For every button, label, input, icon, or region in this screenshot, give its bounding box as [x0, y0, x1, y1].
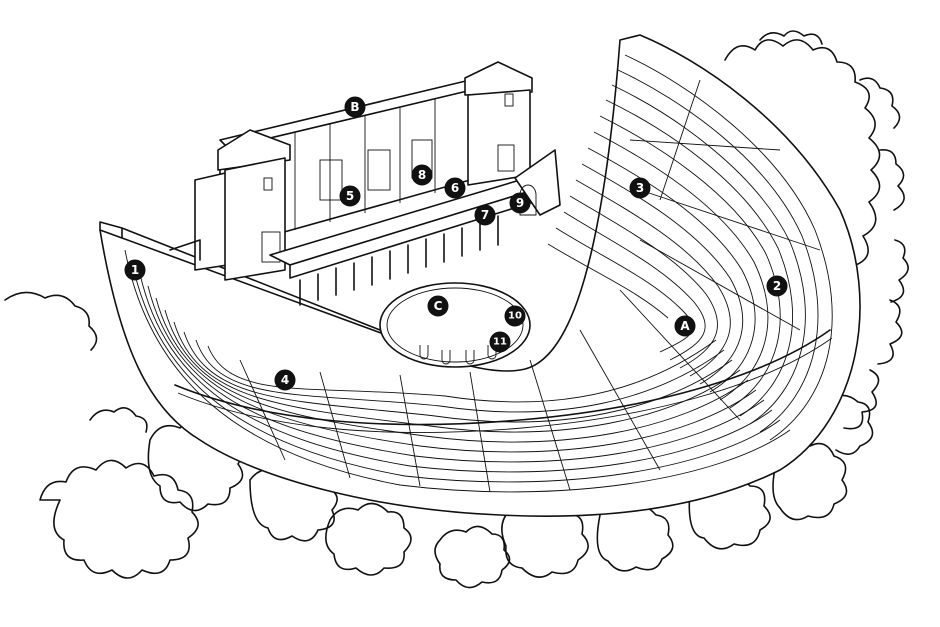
trees-right [724, 30, 909, 430]
svg-text:B: B [350, 100, 359, 114]
marker-8: 8 [411, 164, 433, 186]
marker-11: 11 [489, 331, 511, 353]
svg-text:10: 10 [508, 311, 522, 322]
left-parapet [99, 221, 381, 331]
marker-1: 1 [124, 259, 146, 281]
marker-b: B [344, 96, 366, 118]
marker-5: 5 [339, 185, 361, 207]
svg-text:4: 4 [281, 373, 289, 387]
svg-text:1: 1 [131, 263, 139, 277]
marker-2: 2 [766, 275, 788, 297]
orchestra [379, 282, 531, 368]
marker-7: 7 [474, 204, 496, 226]
svg-text:5: 5 [346, 189, 354, 203]
svg-text:11: 11 [493, 337, 507, 348]
svg-text:2: 2 [773, 279, 781, 293]
marker-c: C [427, 295, 449, 317]
marker-4: 4 [274, 369, 296, 391]
marker-10: 10 [504, 305, 526, 327]
svg-text:6: 6 [451, 181, 459, 195]
marker-6: 6 [444, 177, 466, 199]
svg-text:7: 7 [481, 208, 489, 222]
svg-text:3: 3 [636, 181, 644, 195]
svg-text:C: C [434, 299, 443, 313]
marker-3: 3 [629, 177, 651, 199]
svg-text:8: 8 [418, 168, 426, 182]
diazoma-walkway [174, 329, 831, 426]
svg-text:A: A [680, 319, 690, 333]
staircases [239, 79, 821, 493]
svg-text:9: 9 [516, 196, 524, 210]
marker-a: A [674, 315, 696, 337]
cavea [99, 34, 861, 517]
marker-9: 9 [509, 192, 531, 214]
trees-bottom [4, 291, 874, 589]
markers: 1 2 3 4 5 6 7 8 9 10 11 [124, 96, 788, 391]
skene [169, 61, 561, 306]
